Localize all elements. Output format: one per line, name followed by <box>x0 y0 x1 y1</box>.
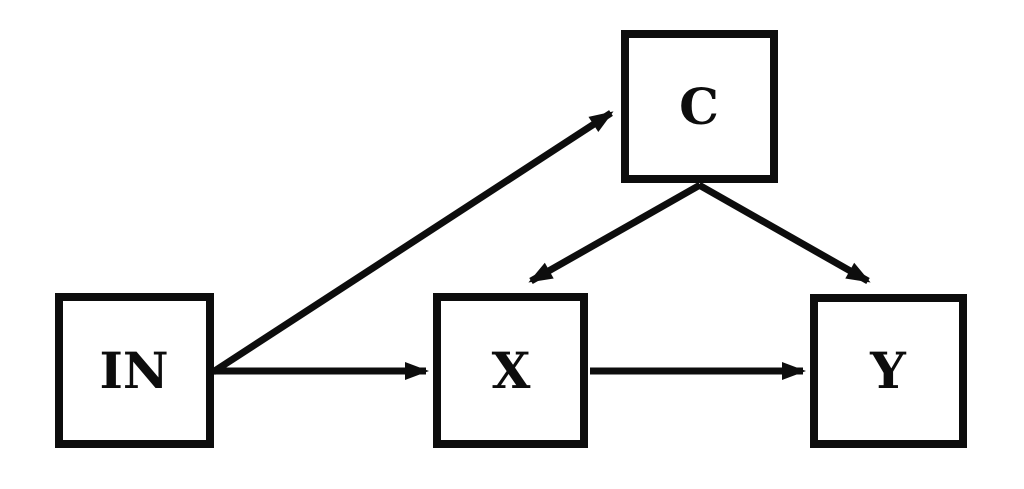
node-x: X <box>433 293 588 448</box>
node-in-label: IN <box>99 341 168 400</box>
edge-c-to-x-arrow <box>528 181 702 285</box>
node-in-box <box>55 293 214 448</box>
node-c: C <box>621 30 778 183</box>
node-c-box <box>621 30 778 183</box>
edge-in-to-c-arrow <box>211 110 614 375</box>
node-x-box <box>433 293 588 448</box>
node-x-label: X <box>492 341 531 400</box>
node-y-label: Y <box>869 341 907 400</box>
edge-c-to-y-arrow <box>697 181 871 285</box>
node-c-label: C <box>679 77 719 136</box>
node-in: IN <box>55 293 214 448</box>
node-y-box <box>810 294 967 448</box>
node-y: Y <box>810 294 967 448</box>
